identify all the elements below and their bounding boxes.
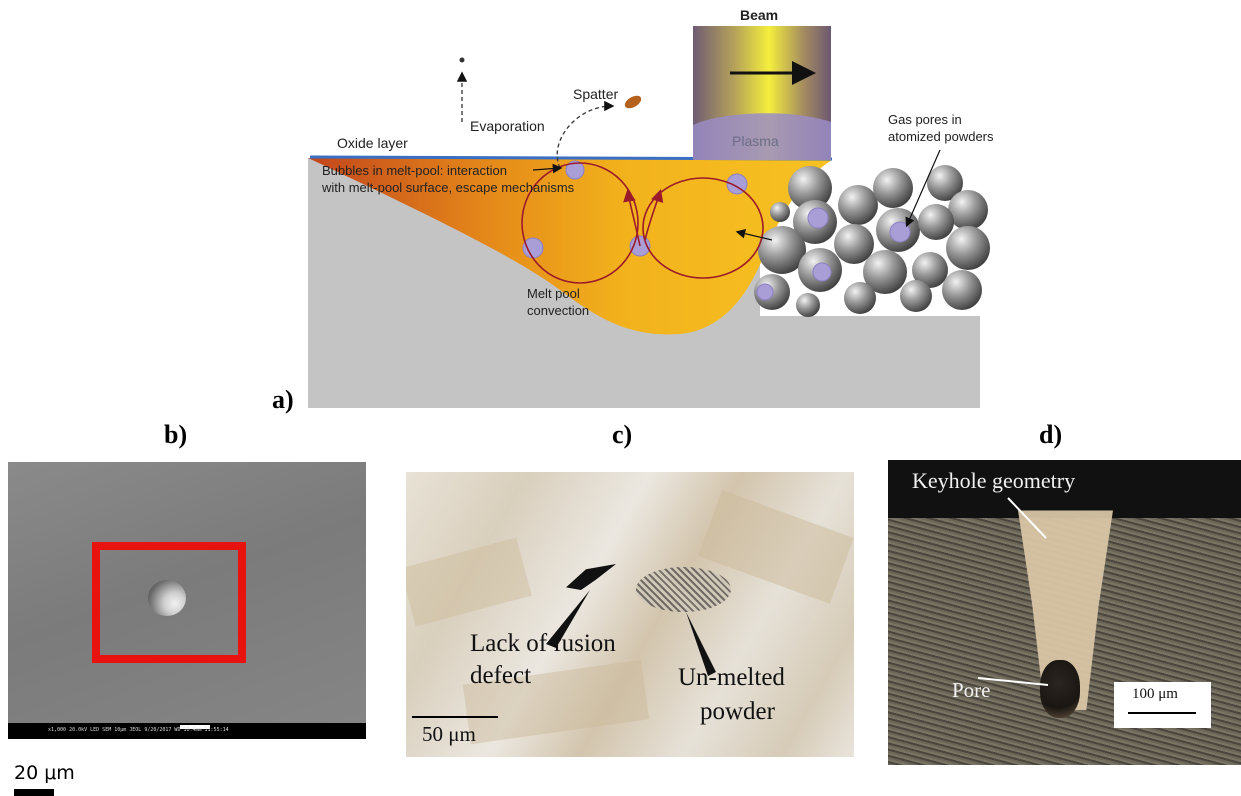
optical-micrograph: Lack of fusion defect Un-melted powder 5…: [406, 472, 854, 757]
sem-info-bar: x1,000 20.0kV LED SEM 10μm JEOL 9/20/201…: [8, 723, 366, 739]
gas-pores-label-2: atomized powders: [888, 129, 994, 144]
panel-b-label: b): [164, 420, 188, 449]
convection-loops: [521, 162, 764, 284]
gas-pores-label-1: Gas pores in: [888, 112, 962, 127]
scale-label-d: 100 μm: [1132, 686, 1178, 702]
sem-micrograph: x1,000 20.0kV LED SEM 10μm JEOL 9/20/201…: [8, 462, 366, 739]
bubbles-label-2: with melt-pool surface, escape mechanism…: [321, 180, 575, 195]
spatter-label: Spatter: [573, 86, 618, 102]
panel-d-label: d): [1039, 420, 1063, 449]
unmelted-powder: [636, 567, 731, 612]
scale-bar-d: [1128, 712, 1196, 714]
scale-bar-c: [412, 716, 498, 718]
pore-label: Pore: [952, 678, 991, 702]
panel-c-label: c): [612, 420, 633, 449]
top-background: [888, 460, 1241, 518]
scale-label-c: 50 μm: [422, 722, 476, 746]
unmelted-label-2: powder: [700, 698, 775, 725]
panel-a-label: a): [272, 385, 294, 414]
bubbles-label-1: Bubbles in melt-pool: interaction: [322, 163, 507, 178]
evaporation-label: Evaporation: [470, 118, 545, 134]
plasma-label: Plasma: [732, 133, 779, 149]
melt-pool: [308, 158, 832, 335]
weld-cross-section: Keyhole geometry Pore 100 μm: [888, 460, 1241, 765]
scale-label-b: 20 μm: [14, 762, 75, 784]
sem-info-text: x1,000 20.0kV LED SEM 10μm JEOL 9/20/201…: [48, 727, 229, 733]
highlight-box: [92, 542, 246, 663]
scale-box-d: 100 μm: [1114, 682, 1211, 728]
unmelted-label-1: Un-melted: [678, 664, 785, 691]
scale-bar-b: [14, 789, 54, 796]
lack-of-fusion-label-2: defect: [470, 662, 532, 689]
pore-feature: [148, 580, 186, 616]
melt-pool-diagram: Beam Plasma Spatter Evaporation Oxide la…: [308, 7, 994, 408]
pore-region: [1040, 660, 1080, 718]
powder-particles: [754, 165, 990, 317]
convection-label-2: convection: [527, 303, 589, 318]
lack-of-fusion-label-1: Lack of fusion: [470, 630, 616, 657]
convection-label-1: Melt pool: [527, 286, 580, 301]
keyhole-label: Keyhole geometry: [912, 468, 1076, 493]
plasma: [693, 113, 831, 160]
oxide-layer-label: Oxide layer: [337, 135, 408, 151]
beam-label: Beam: [740, 7, 778, 23]
